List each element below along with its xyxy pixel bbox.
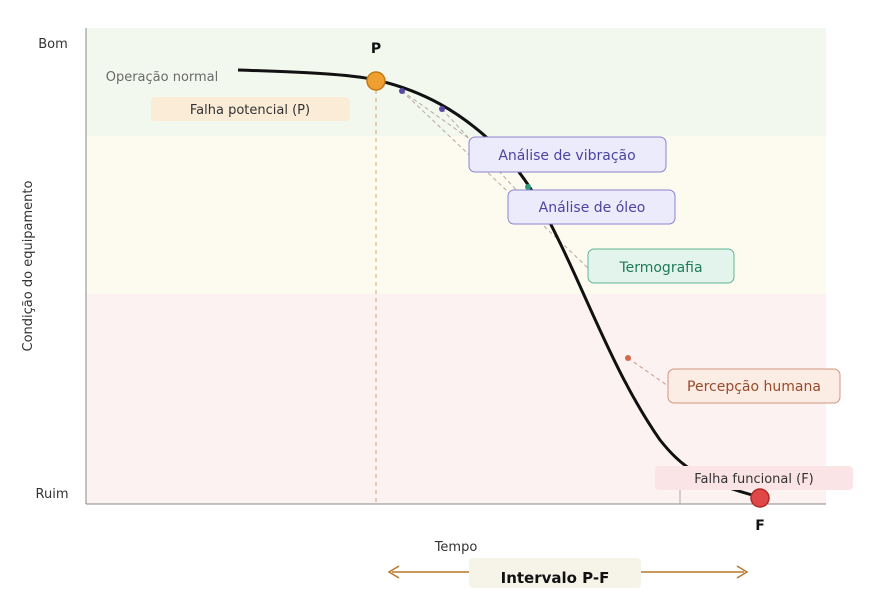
pf-interval-label: Intervalo P-F: [501, 569, 610, 587]
p-point-letter: P: [371, 41, 381, 57]
vibration-analysis-box: [468, 136, 667, 173]
vibration-detection-dot: [399, 88, 405, 94]
f-point-letter: F: [755, 518, 765, 534]
oil-analysis-label: Análise de óleo: [539, 200, 646, 216]
f-point-marker: [750, 488, 770, 508]
oil-detection-dot: [439, 106, 445, 112]
oil-analysis-box: [507, 189, 676, 225]
potential-failure-label: Falha potencial (P): [190, 103, 310, 118]
pf-interval-box: [469, 558, 641, 588]
p-point-marker: [366, 71, 386, 91]
thermography-box: [587, 248, 735, 284]
y-axis-title: Condição do equipamento: [21, 180, 36, 351]
human-perception-box: [667, 368, 841, 404]
vibration-analysis-label: Análise de vibração: [498, 148, 635, 164]
x-axis-title: Tempo: [434, 540, 478, 555]
human-perception-label: Percepção humana: [687, 379, 821, 395]
human-detection-dot: [625, 355, 631, 361]
potential-failure-box: [151, 97, 350, 121]
human-leader: [627, 357, 669, 387]
thermography-detection-dot: [525, 184, 531, 190]
pf-interval-arrow-left-head: [387, 565, 400, 579]
thermography-label: Termografia: [618, 260, 702, 276]
normal-operation-label: Operação normal: [106, 70, 219, 85]
y-axis-bottom-label: Ruim: [36, 487, 69, 502]
functional-failure-box: [655, 466, 853, 490]
y-axis-top-label: Bom: [38, 37, 68, 52]
pf-interval-arrow-right-head: [736, 565, 749, 579]
functional-failure-label: Falha funcional (F): [694, 472, 814, 487]
